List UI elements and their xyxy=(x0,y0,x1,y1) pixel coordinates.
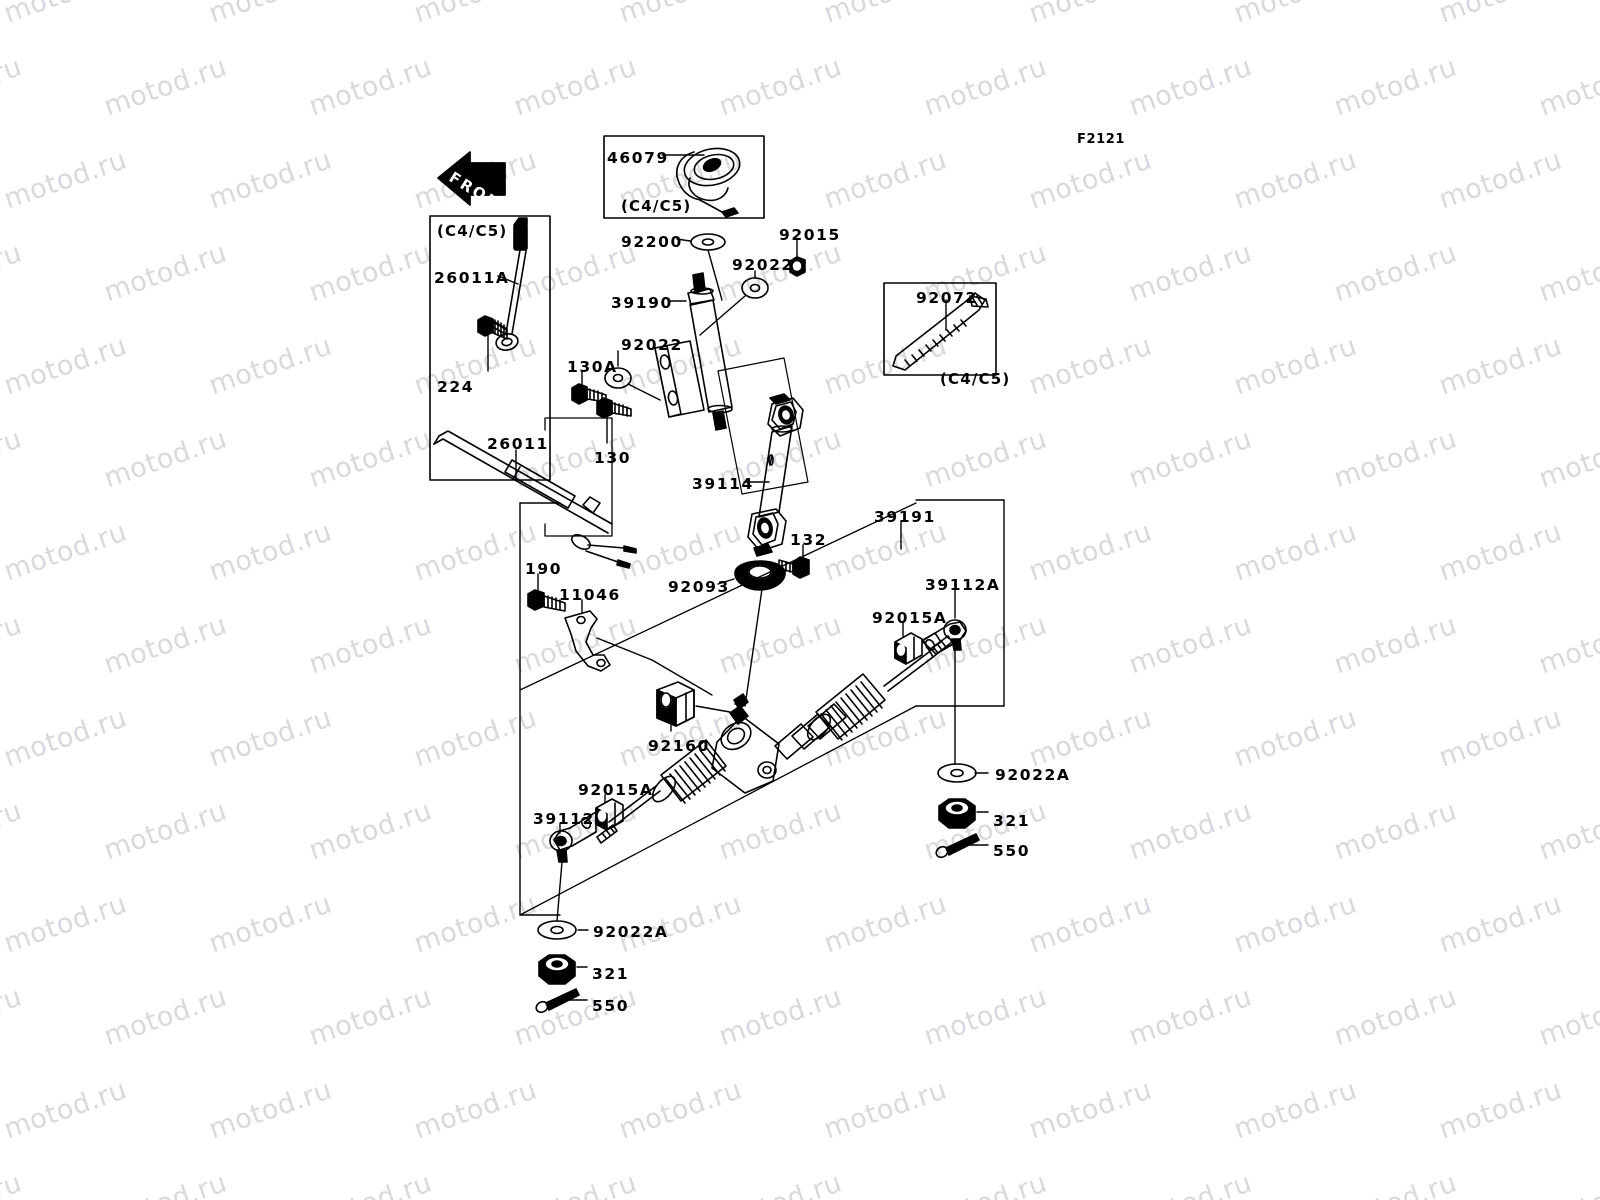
part-label-130: 130 xyxy=(594,449,632,467)
part-26011A-lever xyxy=(495,217,528,351)
part-label-92022a: 92022A xyxy=(593,923,669,941)
part-label-11046: 11046 xyxy=(559,586,621,604)
part-92015-nut xyxy=(789,256,806,277)
part-label-c4c5: (C4/C5) xyxy=(621,197,692,215)
part-label-92093: 92093 xyxy=(668,578,730,596)
part-label-190: 190 xyxy=(525,560,563,578)
part-46079-horn xyxy=(676,147,741,218)
part-label-c4c5: (C4/C5) xyxy=(940,370,1011,388)
part-92072-cable-tie xyxy=(892,292,989,371)
box-lever-c4c5 xyxy=(429,215,551,481)
part-label-39190: 39190 xyxy=(611,294,673,312)
part-label-550: 550 xyxy=(592,997,630,1015)
part-label-c4c5: (C4/C5) xyxy=(437,222,508,240)
part-label-550: 550 xyxy=(993,842,1031,860)
part-label-92015a: 92015A xyxy=(578,781,654,799)
part-39190-steering-shaft xyxy=(654,272,733,431)
part-label-92022: 92022 xyxy=(621,336,683,354)
part-label-39114: 39114 xyxy=(692,475,754,493)
part-224-screw xyxy=(477,315,508,340)
part-label-92160: 92160 xyxy=(648,737,710,755)
part-label-92200: 92200 xyxy=(621,233,683,251)
part-321-nut-right xyxy=(938,798,976,829)
part-26011-wire-harness xyxy=(433,417,637,569)
part-label-92022a: 92022A xyxy=(995,766,1071,784)
part-label-92015a: 92015A xyxy=(872,609,948,627)
part-label-321: 321 xyxy=(592,965,630,983)
part-39112-tie-rod-end-left xyxy=(549,811,597,863)
part-92022-washer-lower xyxy=(604,367,632,389)
part-label-39191: 39191 xyxy=(874,508,936,526)
part-321-nut-left xyxy=(538,954,576,985)
box-horn-c4c5 xyxy=(603,135,765,219)
part-label-224: 224 xyxy=(437,378,475,396)
part-92015A-nut-right xyxy=(894,632,923,665)
part-92160-bushing xyxy=(656,681,695,727)
part-label-130a: 130A xyxy=(567,358,618,376)
part-label-92072: 92072 xyxy=(916,289,978,307)
part-11046-bracket xyxy=(564,610,611,672)
part-label-26011a: 26011A xyxy=(434,269,510,287)
part-130-bolt xyxy=(596,397,632,419)
part-label-92022: 92022 xyxy=(732,256,794,274)
part-label-39112a: 39112A xyxy=(925,576,1001,594)
part-190-bolt xyxy=(527,589,566,612)
part-label-92015: 92015 xyxy=(779,226,841,244)
diagram-code: F2121 xyxy=(1077,132,1126,147)
part-label-321: 321 xyxy=(993,812,1031,830)
box-39191-assembly xyxy=(519,499,1005,916)
part-label-39112: 39112 xyxy=(533,810,595,828)
part-label-132: 132 xyxy=(790,531,828,549)
part-39191-steering-rack xyxy=(596,635,953,844)
box-cabletie-c4c5 xyxy=(883,282,997,376)
leader-lines xyxy=(487,154,989,1001)
part-39114-universal-joint-shaft xyxy=(717,357,809,557)
part-label-46079: 46079 xyxy=(607,149,669,167)
part-label-26011: 26011 xyxy=(487,435,549,453)
